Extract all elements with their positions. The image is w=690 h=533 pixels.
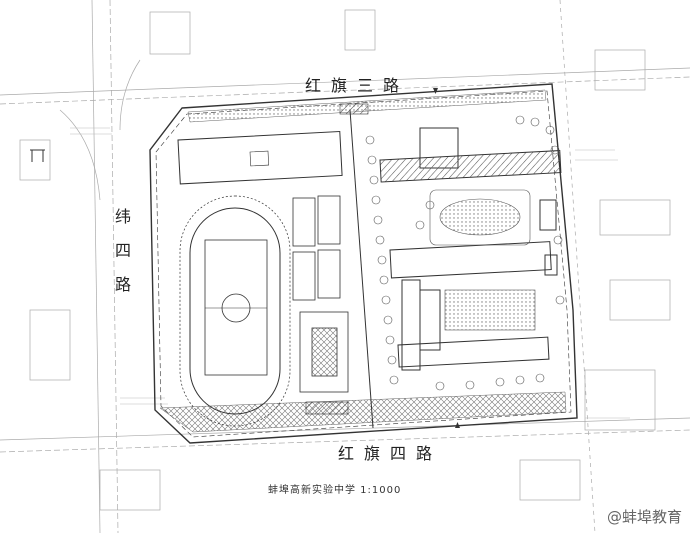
internal-divider bbox=[349, 109, 374, 429]
building-east-complex bbox=[379, 127, 562, 371]
watermark-text: @蚌埠教育 bbox=[606, 508, 682, 526]
site-boundary bbox=[149, 83, 578, 444]
tree-plantings bbox=[365, 115, 565, 391]
building-northwest bbox=[177, 130, 343, 185]
south-paved-strip bbox=[159, 391, 567, 433]
gate-markers bbox=[433, 88, 460, 428]
running-track bbox=[179, 195, 291, 427]
hatched-pavilion bbox=[305, 401, 349, 415]
road-label-north: 红旗三路 bbox=[305, 76, 410, 95]
road-label-west: 纬四路 bbox=[114, 207, 131, 294]
context-text-lines bbox=[70, 127, 630, 419]
landscape-garden bbox=[429, 189, 536, 331]
section-marker bbox=[30, 149, 45, 162]
drawing-caption: 蚌埠高新实验中学 1:1000 bbox=[268, 485, 402, 496]
road-label-south: 红旗四路 bbox=[338, 444, 443, 463]
north-gate-block bbox=[339, 103, 369, 115]
sports-courts bbox=[292, 195, 349, 393]
